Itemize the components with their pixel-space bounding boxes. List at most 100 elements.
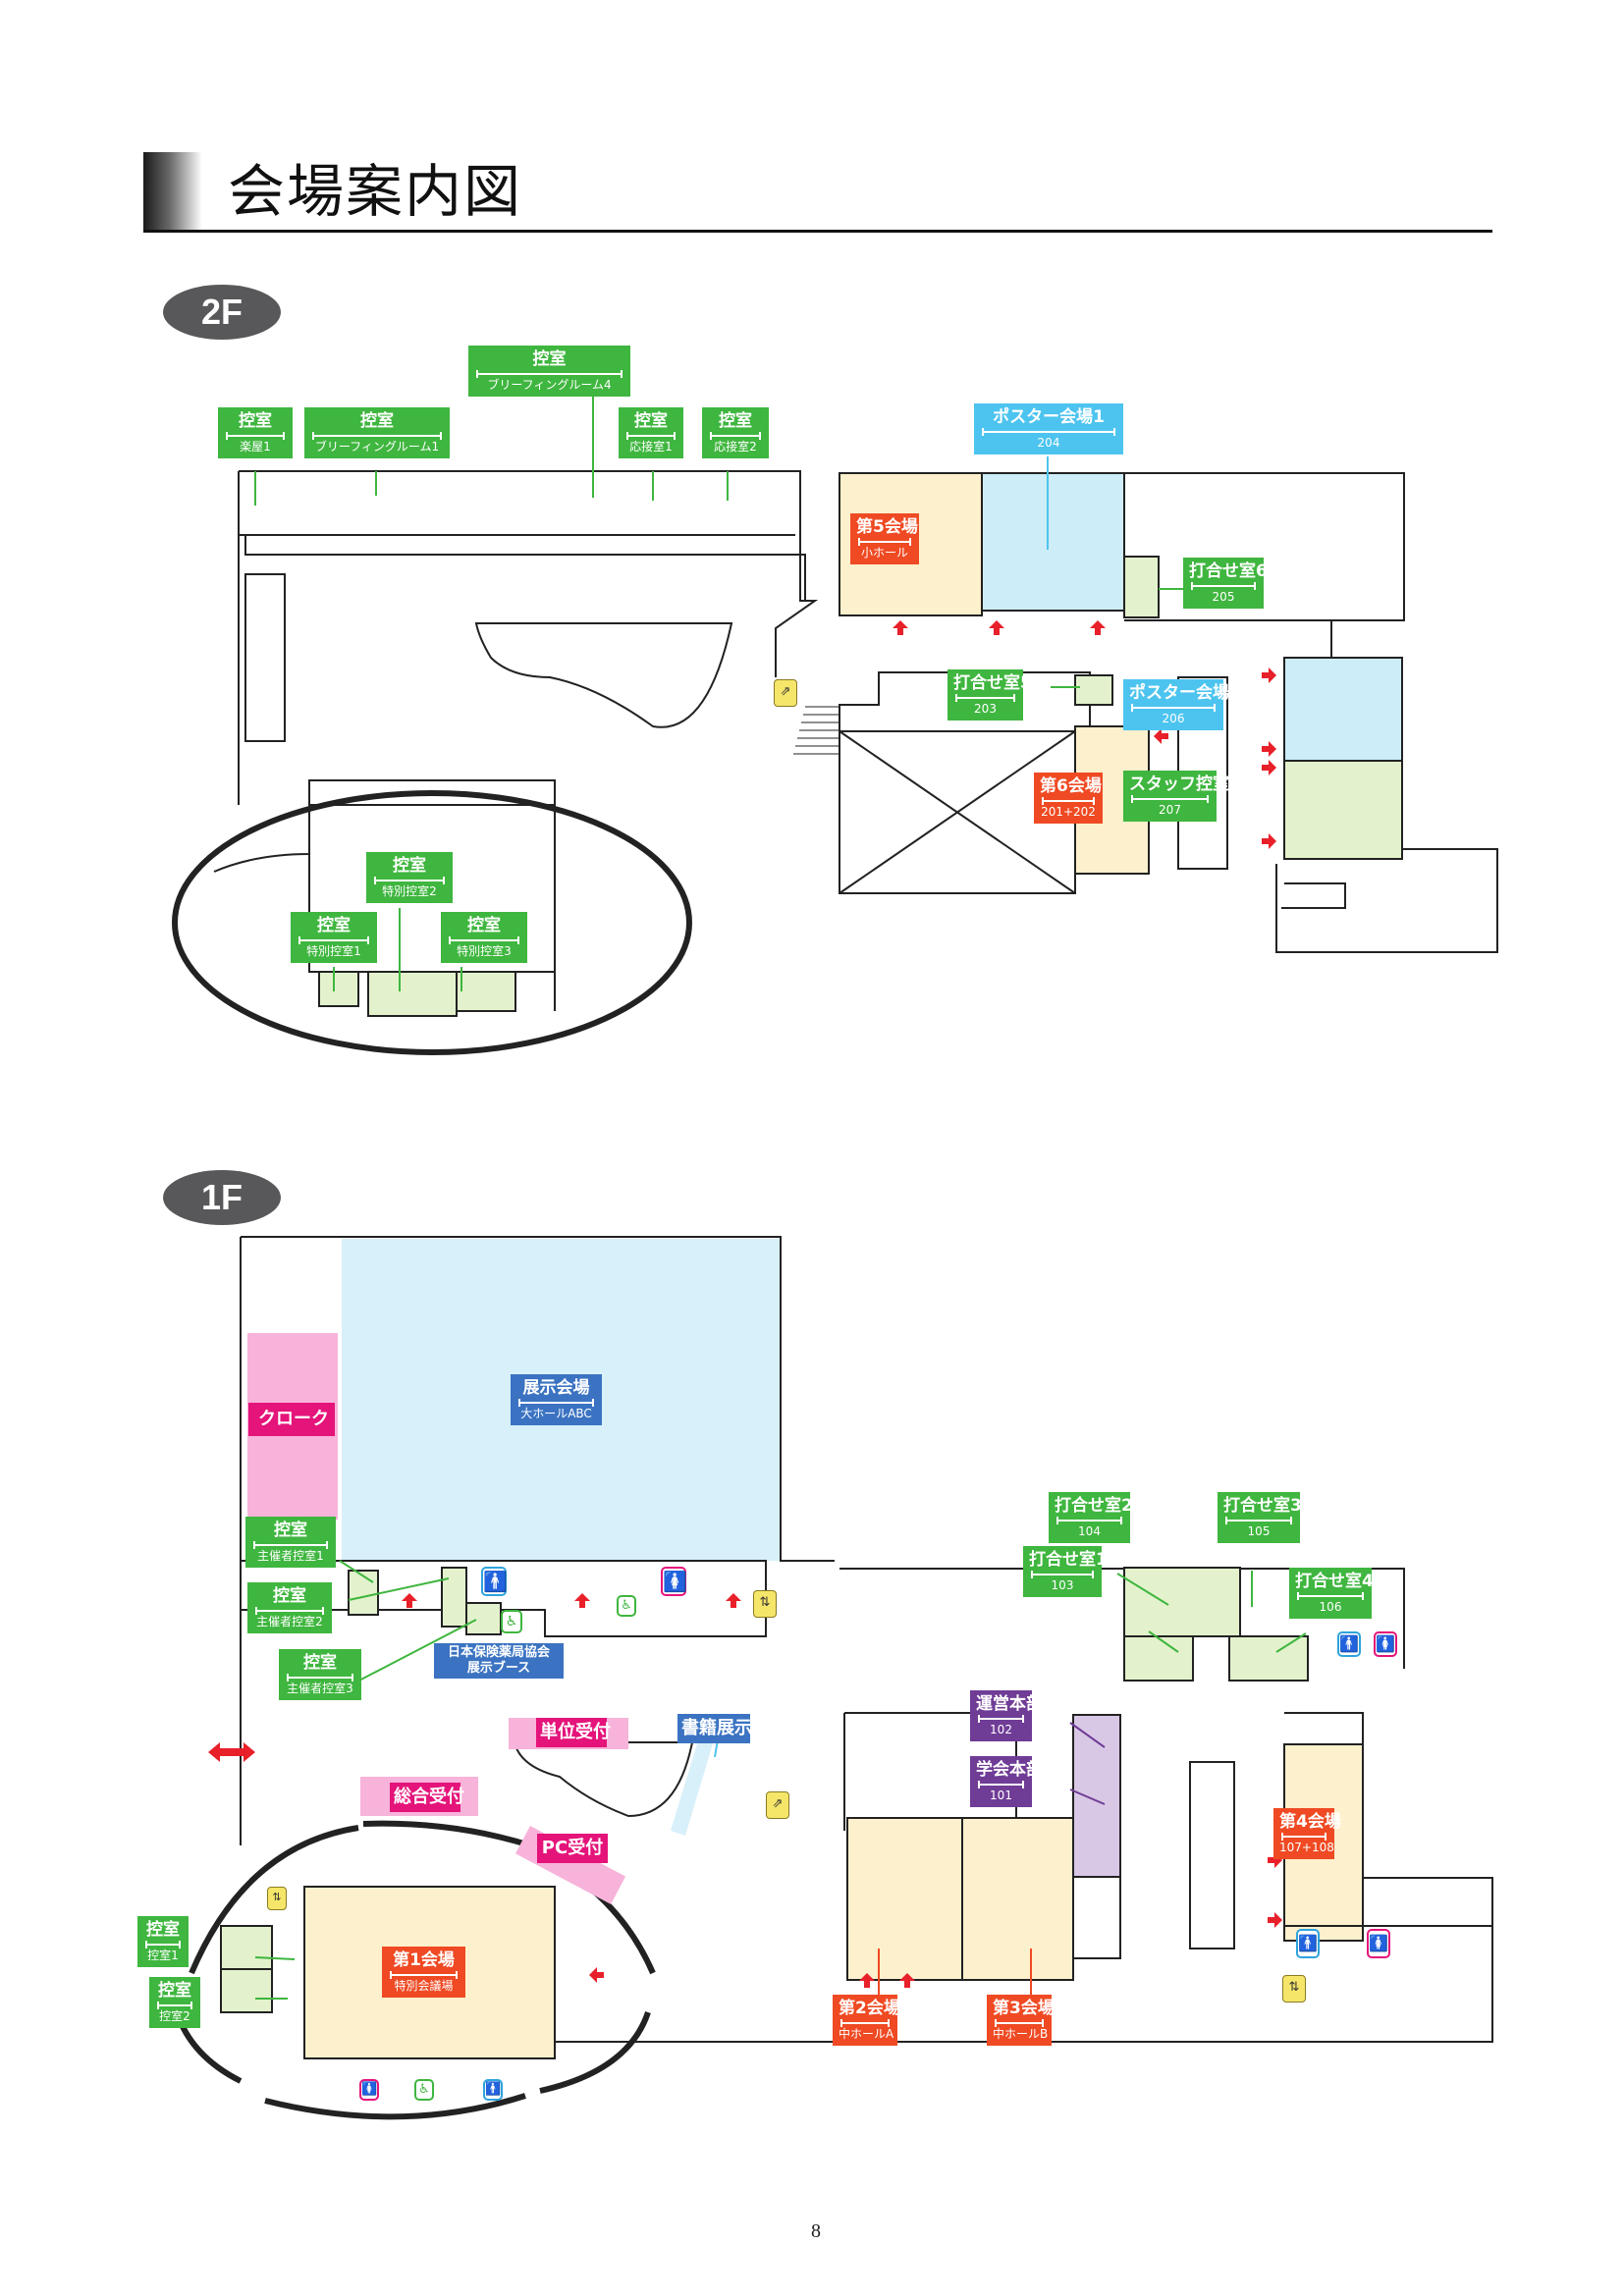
label-hall5: 第5会場 小ホール — [850, 513, 919, 564]
label-rule — [226, 432, 285, 440]
label-rule — [1281, 1833, 1326, 1841]
label-hall2: 第2会場 中ホールA — [833, 1995, 900, 2046]
label-meeting3: 打合せ室3 105 — [1218, 1492, 1302, 1543]
label-staff-room: スタッフ控室 207 — [1123, 771, 1229, 822]
label-sub: 中ホールA — [839, 2027, 894, 2041]
label-sub: 控室2 — [159, 2009, 190, 2023]
label-organizer2: 控室 主催者控室2 — [247, 1582, 332, 1633]
label-gakuya1: 控室 楽屋1 — [218, 407, 293, 458]
entrance-arrow — [589, 1967, 604, 1983]
label-meeting6: 打合せ室6 205 — [1183, 558, 1268, 609]
label-title: 第1会場 — [393, 1950, 455, 1970]
label-title: 第4会場 — [1279, 1812, 1341, 1832]
label-hall1: 第1会場 特別会議場 — [382, 1947, 465, 1998]
entrance-arrow — [574, 1593, 590, 1608]
entrance-arrow — [1154, 728, 1168, 744]
elevator-icon: ⇅ — [1282, 1975, 1306, 2002]
label-hall4: 第4会場 107+108 — [1273, 1808, 1341, 1859]
label-rule — [157, 2002, 192, 2009]
label-general-reception: 総合受付 — [390, 1783, 464, 1812]
entrance-arrows — [208, 620, 1282, 1988]
label-poster1: ポスター会場1 204 — [974, 403, 1123, 454]
restroom-male-icon: 🚹 — [1337, 1631, 1361, 1657]
label-sub: 205 — [1212, 590, 1235, 604]
label-rule — [145, 1941, 181, 1949]
restroom-male-icon: 🚹 — [1296, 1929, 1320, 1958]
label-title: 打合せ室4 — [1295, 1572, 1374, 1591]
label-sub: 特別控室2 — [382, 884, 437, 898]
restroom-female-icon: 🚺 — [1374, 1631, 1397, 1657]
label-sub: 展示ブース — [466, 1661, 531, 1676]
label-hall3: 第3会場 中ホールB — [987, 1995, 1055, 2046]
label-rule — [518, 1399, 594, 1407]
label-title: 控室 — [274, 1521, 307, 1540]
label-title: 控室 — [719, 411, 752, 431]
label-book-exhibit: 書籍展示 — [677, 1714, 752, 1743]
label-title: スタッフ控室 — [1129, 774, 1229, 794]
label-sub: 応接室1 — [629, 440, 673, 454]
label-title: 控室 — [158, 1981, 191, 2001]
label-rule — [1042, 797, 1095, 805]
entrance-arrow — [1268, 1852, 1282, 1868]
entrance-arrow — [1262, 667, 1276, 683]
label-rule — [298, 936, 369, 944]
label-sub: 主催者控室3 — [287, 1682, 353, 1695]
label-sub: 106 — [1319, 1600, 1342, 1614]
label-pc-reception: PC受付 — [537, 1834, 608, 1863]
floor-2f-walls — [172, 470, 1498, 1055]
label-sub: ブリーフィングルーム1 — [314, 440, 440, 454]
accessible-restroom-icon: ♿ — [501, 1610, 522, 1633]
label-rule — [955, 694, 1015, 702]
label-sub: 楽屋1 — [240, 440, 271, 454]
label-unit-reception: 単位受付 — [536, 1718, 611, 1747]
restroom-female-icon: 🚺 — [661, 1567, 687, 1596]
label-title: 打合せ室5 — [953, 673, 1032, 693]
label-title: 控室 — [634, 411, 668, 431]
label-meeting1: 打合せ室1 103 — [1023, 1546, 1108, 1597]
elevator-icon: ⇅ — [267, 1887, 287, 1910]
elevator-icon: ⇅ — [753, 1590, 777, 1618]
entrance-arrow — [1268, 1912, 1282, 1928]
floor-badge-1f: 1F — [163, 1170, 281, 1225]
label-rule — [374, 877, 445, 884]
label-sub: 105 — [1247, 1524, 1271, 1538]
label-sub: 201+202 — [1041, 805, 1096, 819]
label-rule — [1031, 1571, 1094, 1578]
entrance-arrow — [989, 620, 1004, 635]
label-briefing4: 控室 ブリーフィングルーム4 — [468, 346, 630, 397]
label-sub: 主催者控室2 — [256, 1615, 323, 1629]
label-sub: 特別控室1 — [306, 944, 361, 958]
label-sub: 107+108 — [1279, 1841, 1334, 1854]
label-title: 控室 — [273, 1586, 306, 1606]
label-rule — [312, 432, 442, 440]
label-sub: 中ホールB — [993, 2027, 1049, 2041]
label-sub: 控室1 — [147, 1949, 179, 1962]
label-title: 展示会場 — [522, 1378, 590, 1398]
label-rule — [978, 1781, 1024, 1789]
label-sub: 102 — [990, 1723, 1012, 1736]
label-special2: 控室 特別控室2 — [366, 852, 453, 903]
label-rule — [1131, 704, 1216, 712]
label-organizer3: 控室 主催者控室3 — [279, 1649, 361, 1700]
label-sub: 207 — [1159, 803, 1181, 817]
accessible-restroom-icon: ♿ — [617, 1595, 636, 1617]
label-cloak: クローク — [248, 1403, 335, 1436]
label-meeting5: 打合せ室5 203 — [947, 669, 1032, 721]
entrance-arrow — [402, 1593, 417, 1608]
label-sub: 小ホール — [860, 546, 908, 560]
label-title: 控室 — [467, 916, 501, 935]
label-rule — [476, 370, 623, 378]
label-sub: ブリーフィングルーム4 — [487, 378, 612, 392]
entrance-arrow — [893, 620, 908, 635]
restroom-male-icon: 🚹 — [483, 2079, 503, 2101]
label-special1: 控室 特別控室1 — [291, 912, 377, 963]
escalator-icon: ⇗ — [774, 679, 797, 707]
label-title: 控室 — [532, 349, 567, 369]
label-meeting2: 打合せ室2 104 — [1049, 1492, 1133, 1543]
label-rule — [858, 538, 911, 546]
label-rule — [390, 1971, 458, 1979]
page-title: 会場案内図 — [228, 158, 523, 225]
label-title: 単位受付 — [540, 1722, 611, 1742]
label-title: 打合せ室2 — [1055, 1496, 1133, 1516]
